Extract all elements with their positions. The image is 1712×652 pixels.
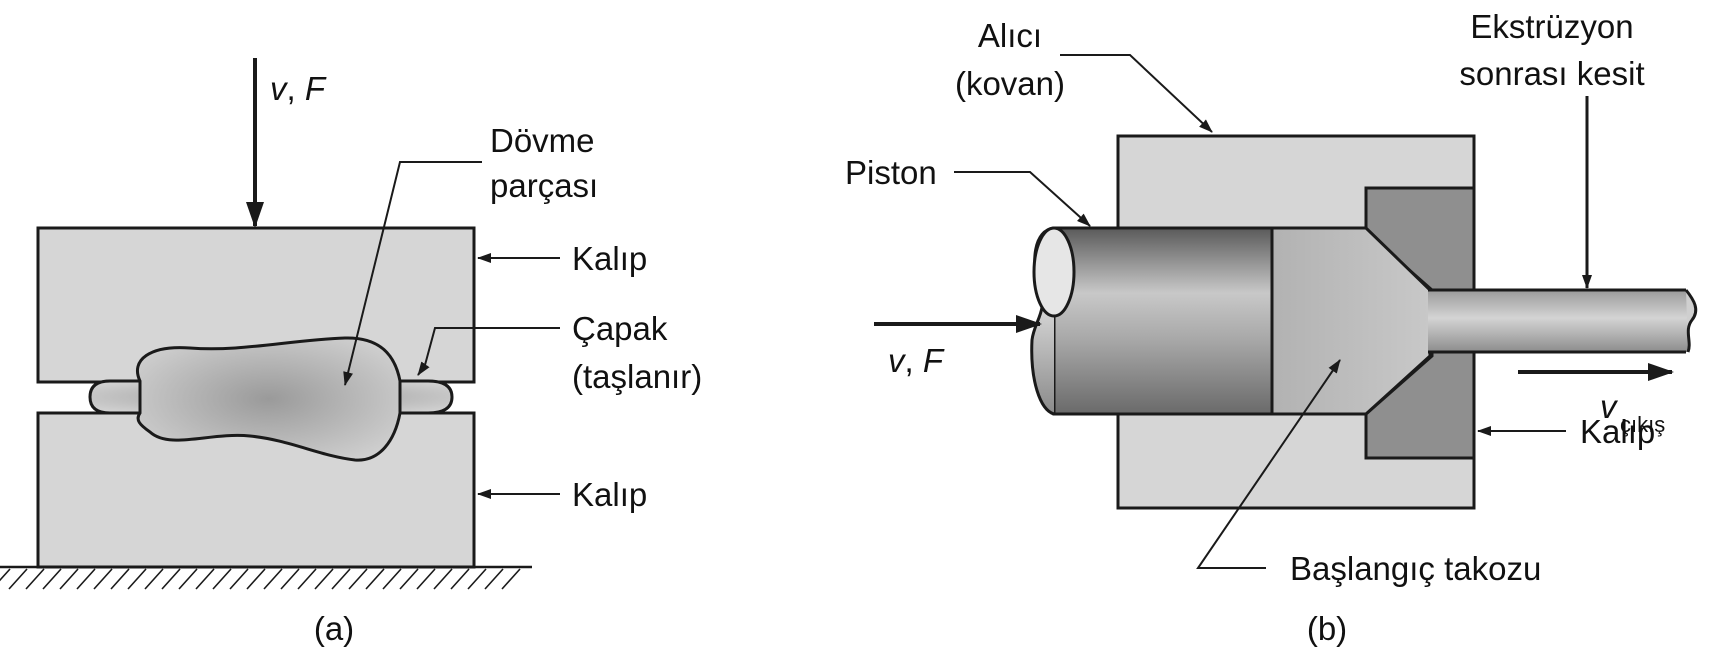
extruded-rod xyxy=(1428,290,1688,352)
hatch-line xyxy=(365,568,385,590)
hatch-line xyxy=(399,568,419,590)
hatch-line xyxy=(110,568,130,590)
piston-face xyxy=(1032,226,1076,318)
hatch-line xyxy=(348,568,368,590)
hatch-line xyxy=(25,568,45,590)
hatch-line xyxy=(450,568,470,590)
hatch-line xyxy=(229,568,249,590)
die-bottom-label: Kalıp xyxy=(572,476,647,513)
hatch-line xyxy=(212,568,232,590)
extrudate-label-line1: Ekstrüzyon xyxy=(1470,8,1633,45)
container-label-line2: (kovan) xyxy=(955,65,1065,102)
hatch-line xyxy=(0,568,11,582)
part-leader xyxy=(343,161,482,386)
hatch-line xyxy=(42,568,62,590)
force-label-a: v, F xyxy=(270,70,327,107)
hatch-line xyxy=(433,568,453,590)
hatch-line xyxy=(416,568,436,590)
forged-part xyxy=(136,336,402,462)
hatch-line xyxy=(8,568,28,590)
hatch-line xyxy=(484,568,504,590)
flash-leader xyxy=(417,327,560,376)
billet-leader xyxy=(1196,359,1341,569)
hatch-line xyxy=(178,568,198,590)
part-label-line1: Dövme xyxy=(490,122,595,159)
panel-a-forging: v, F Dövme parçası Kalıp Çapak (taşlanır… xyxy=(0,58,702,647)
hatch-line xyxy=(59,568,79,590)
billet-label: Başlangıç takozu xyxy=(1290,550,1541,587)
caption-b: (b) xyxy=(1307,610,1347,647)
container-label-line1: Alıcı xyxy=(978,17,1042,54)
extrudate-label-line2: sonrası kesit xyxy=(1459,55,1644,92)
hatch-line xyxy=(161,568,181,590)
container-leader xyxy=(1060,54,1213,133)
lower-die xyxy=(36,411,476,569)
hatch-line xyxy=(93,568,113,590)
panel-b-extrusion: Alıcı (kovan) Ekstrüzyon sonrası kesit P… xyxy=(845,8,1698,647)
hatch-line xyxy=(280,568,300,590)
hatch-line xyxy=(467,568,487,590)
hatch-line xyxy=(263,568,283,590)
hatch-line xyxy=(314,568,334,590)
exit-velocity-sub: çıkış xyxy=(1620,412,1665,437)
ground-hatch xyxy=(0,565,532,590)
hatch-line xyxy=(382,568,402,590)
piston-label: Piston xyxy=(845,154,937,191)
rod-end xyxy=(1684,289,1698,353)
hatch-line xyxy=(144,568,164,590)
exit-velocity-label: v xyxy=(1600,388,1619,425)
flash-label-line1: Çapak xyxy=(572,310,668,347)
part-label-line2: parçası xyxy=(490,167,598,204)
die-top-label: Kalıp xyxy=(572,240,647,277)
hatch-line xyxy=(195,568,215,590)
die-label-b: Kalıp xyxy=(1580,413,1655,450)
flash-label-line2: (taşlanır) xyxy=(572,358,702,395)
piston xyxy=(1052,226,1274,416)
hatch-line xyxy=(246,568,266,590)
hatch-line xyxy=(331,568,351,590)
caption-a: (a) xyxy=(314,610,354,647)
hatch-line xyxy=(297,568,317,590)
hatch-line xyxy=(501,568,521,590)
piston-leader xyxy=(954,171,1091,227)
hatch-line xyxy=(127,568,147,590)
force-label-b: v, F xyxy=(888,342,945,379)
hatch-line xyxy=(76,568,96,590)
